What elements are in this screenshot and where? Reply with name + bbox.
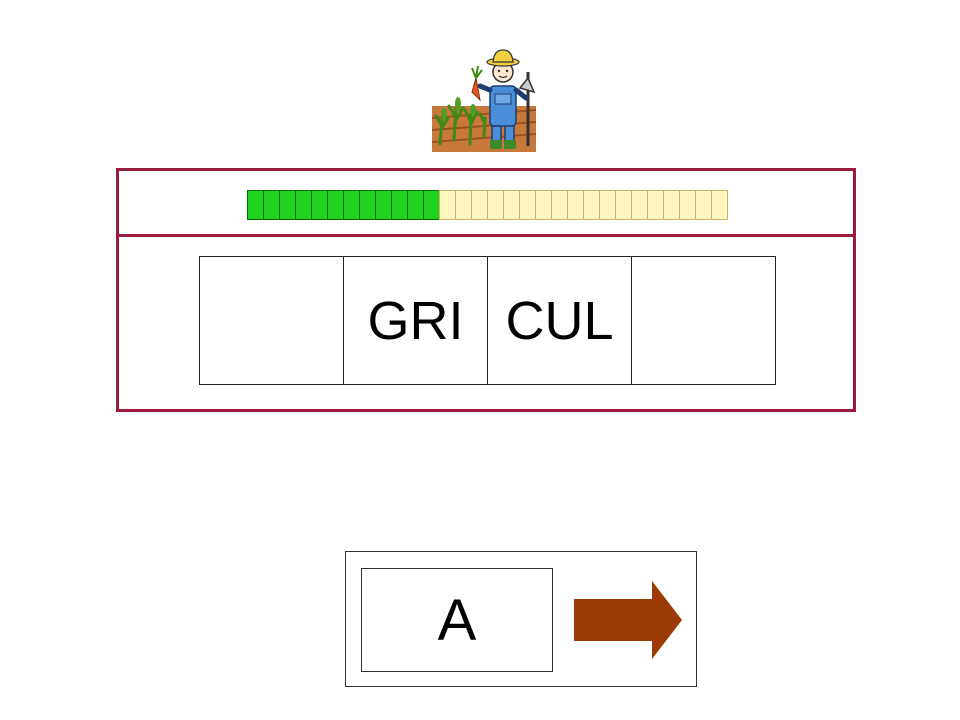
progress-cell-pending <box>551 190 568 220</box>
game-panel: GRI CUL <box>116 168 856 412</box>
progress-cell-pending <box>647 190 664 220</box>
progress-cell-pending <box>663 190 680 220</box>
progress-cell-pending <box>535 190 552 220</box>
progress-cell-pending <box>583 190 600 220</box>
progress-cell-pending <box>567 190 584 220</box>
progress-cell-pending <box>599 190 616 220</box>
syllable-slot: GRI <box>343 256 488 385</box>
panel-divider <box>119 234 853 237</box>
syllable-row: GRI CUL <box>199 256 776 385</box>
progress-cell-complete <box>247 190 264 220</box>
progress-cell-complete <box>407 190 424 220</box>
syllable-answer-tile[interactable]: A <box>361 568 553 672</box>
syllable-slot: CUL <box>487 256 632 385</box>
farmer-icon <box>431 48 537 152</box>
progress-cell-complete <box>343 190 360 220</box>
progress-cell-pending <box>503 190 520 220</box>
progress-cell-pending <box>631 190 648 220</box>
right-arrow-icon[interactable] <box>572 579 684 661</box>
progress-cell-pending <box>471 190 488 220</box>
progress-cell-complete <box>375 190 392 220</box>
progress-cell-pending <box>487 190 504 220</box>
progress-cell-pending <box>519 190 536 220</box>
progress-cell-complete <box>359 190 376 220</box>
progress-bar <box>247 190 728 220</box>
progress-cell-complete <box>311 190 328 220</box>
progress-cell-complete <box>391 190 408 220</box>
syllable-slot-empty[interactable] <box>631 256 776 385</box>
progress-cell-complete <box>279 190 296 220</box>
answer-panel: A <box>345 551 697 687</box>
progress-cell-complete <box>423 190 440 220</box>
progress-cell-pending <box>439 190 456 220</box>
progress-cell-complete <box>263 190 280 220</box>
progress-cell-complete <box>327 190 344 220</box>
syllable-slot-empty[interactable] <box>199 256 344 385</box>
progress-cell-complete <box>295 190 312 220</box>
progress-cell-pending <box>455 190 472 220</box>
progress-cell-pending <box>679 190 696 220</box>
progress-cell-pending <box>615 190 632 220</box>
progress-cell-pending <box>711 190 728 220</box>
progress-cell-pending <box>695 190 712 220</box>
